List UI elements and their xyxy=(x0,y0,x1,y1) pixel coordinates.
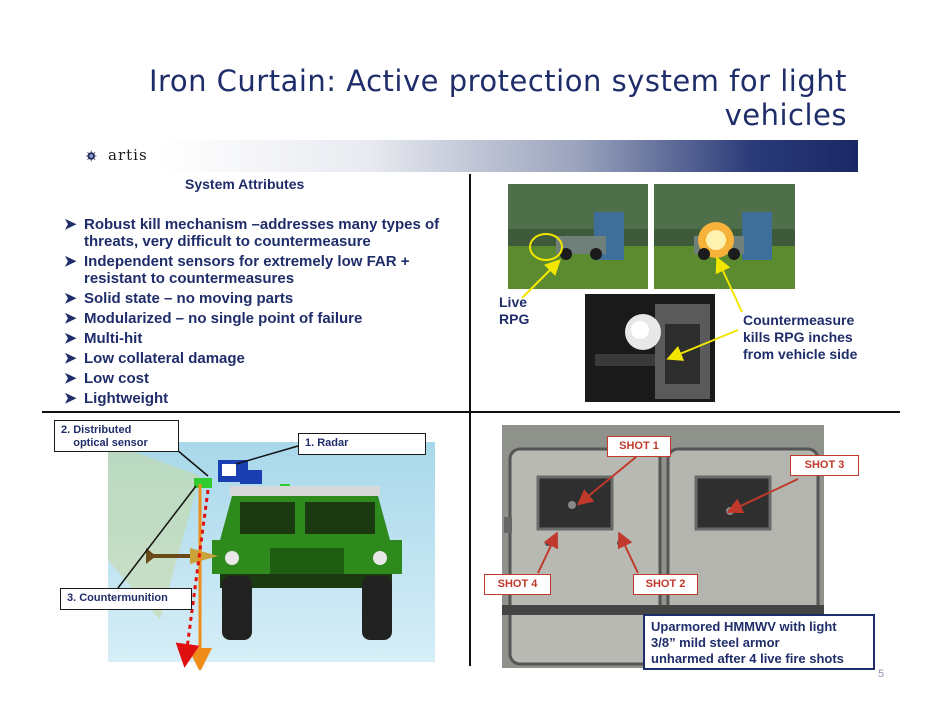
shot-4-label: SHOT 4 xyxy=(484,574,551,595)
armor-caption: Uparmored HMMWV with light 3/8” mild ste… xyxy=(643,614,875,670)
slide-title: Iron Curtain: Active protection system f… xyxy=(148,64,847,132)
list-item: ➤Solid state – no moving parts xyxy=(64,290,294,307)
list-item: ➤Lightweight xyxy=(64,390,169,407)
list-item: ➤Low collateral damage xyxy=(64,350,245,367)
list-item: ➤Modularized – no single point of failur… xyxy=(64,310,363,327)
arrow-bullet-icon: ➤ xyxy=(64,253,77,270)
vertical-divider xyxy=(469,174,471,666)
horizontal-divider xyxy=(42,411,900,413)
shot-arrows xyxy=(537,456,799,574)
list-item: ➤Independent sensors for extremely low F… xyxy=(64,253,410,287)
arrow-bullet-icon: ➤ xyxy=(64,390,77,407)
vehicle-diagram xyxy=(108,433,435,670)
arrow-bullet-icon: ➤ xyxy=(64,290,77,307)
artis-logo-icon xyxy=(86,150,97,162)
arrow-bullet-icon: ➤ xyxy=(64,350,77,367)
shot-2-label: SHOT 2 xyxy=(633,574,698,595)
arrow-bullet-icon: ➤ xyxy=(64,370,77,387)
shot-1-label: SHOT 1 xyxy=(607,436,671,457)
sensor-label: 2. Distributed optical sensor xyxy=(54,420,179,452)
page-number: 5 xyxy=(878,668,885,680)
header-banner xyxy=(160,140,858,172)
list-item: ➤Multi-hit xyxy=(64,330,143,347)
arrow-bullet-icon: ➤ xyxy=(64,330,77,347)
attributes-list: ➤Robust kill mechanism –addresses many t… xyxy=(64,216,464,410)
shot-3-label: SHOT 3 xyxy=(790,455,859,476)
list-item: ➤Robust kill mechanism –addresses many t… xyxy=(64,216,440,250)
radar-label: 1. Radar xyxy=(298,433,426,455)
live-rpg-label: Live RPG xyxy=(499,294,530,327)
photo-arrows xyxy=(521,256,743,361)
countermeasure-label: Countermeasure kills RPG inches from veh… xyxy=(743,312,858,362)
list-item: ➤Low cost xyxy=(64,370,150,387)
test-photo-closeup xyxy=(585,294,715,402)
logo-text: artis xyxy=(108,146,148,164)
test-photo-before xyxy=(508,184,648,289)
attributes-heading: System Attributes xyxy=(185,176,305,192)
arrow-bullet-icon: ➤ xyxy=(64,310,77,327)
arrow-bullet-icon: ➤ xyxy=(64,216,77,233)
countermunition-label: 3. Countermunition xyxy=(60,588,192,610)
